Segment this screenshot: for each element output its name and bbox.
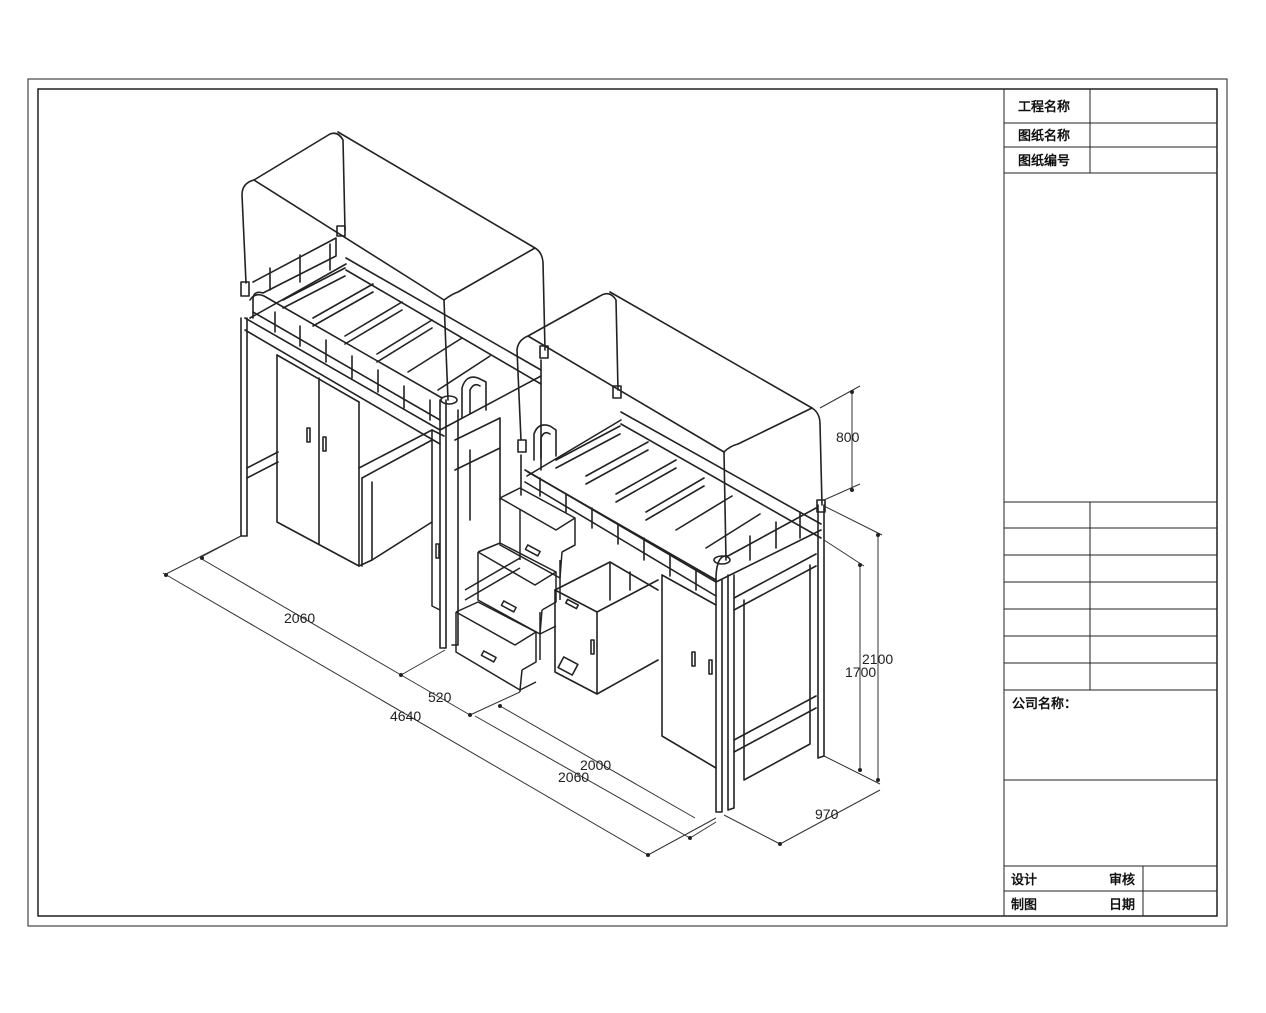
dim-canopy-height: 800: [836, 429, 860, 445]
bed-unit-right: [516, 291, 826, 813]
dim-top-width: 2060: [284, 610, 315, 626]
dim-bed-length: 2000: [580, 757, 611, 773]
outer-border: [27, 78, 1228, 927]
dim-total-length: 4640: [390, 708, 421, 724]
title-block: [1003, 89, 1217, 916]
staircase-cabinet: [431, 487, 576, 692]
dimension-lines: [162, 385, 883, 856]
dim-total-height: 2100: [862, 651, 893, 667]
drawing-number-label: 图纸编号: [1018, 153, 1070, 169]
design-label: 设计: [1011, 872, 1037, 888]
dim-bed-height: 1700: [845, 664, 876, 680]
dimension-arrows: [164, 390, 880, 857]
company-label: 公司名称：: [1012, 696, 1077, 712]
bed-unit-left: [240, 131, 549, 649]
project-name-label: 工程名称: [1018, 99, 1070, 115]
draft-label: 制图: [1011, 897, 1037, 913]
drawing-name-label: 图纸名称: [1018, 128, 1070, 144]
dim-gap-width: 520: [428, 689, 452, 705]
date-label: 日期: [1109, 898, 1135, 913]
dim-bed-outer-length: 2060: [558, 769, 589, 785]
review-label: 审核: [1109, 872, 1135, 888]
dim-bed-width: 970: [815, 806, 839, 822]
